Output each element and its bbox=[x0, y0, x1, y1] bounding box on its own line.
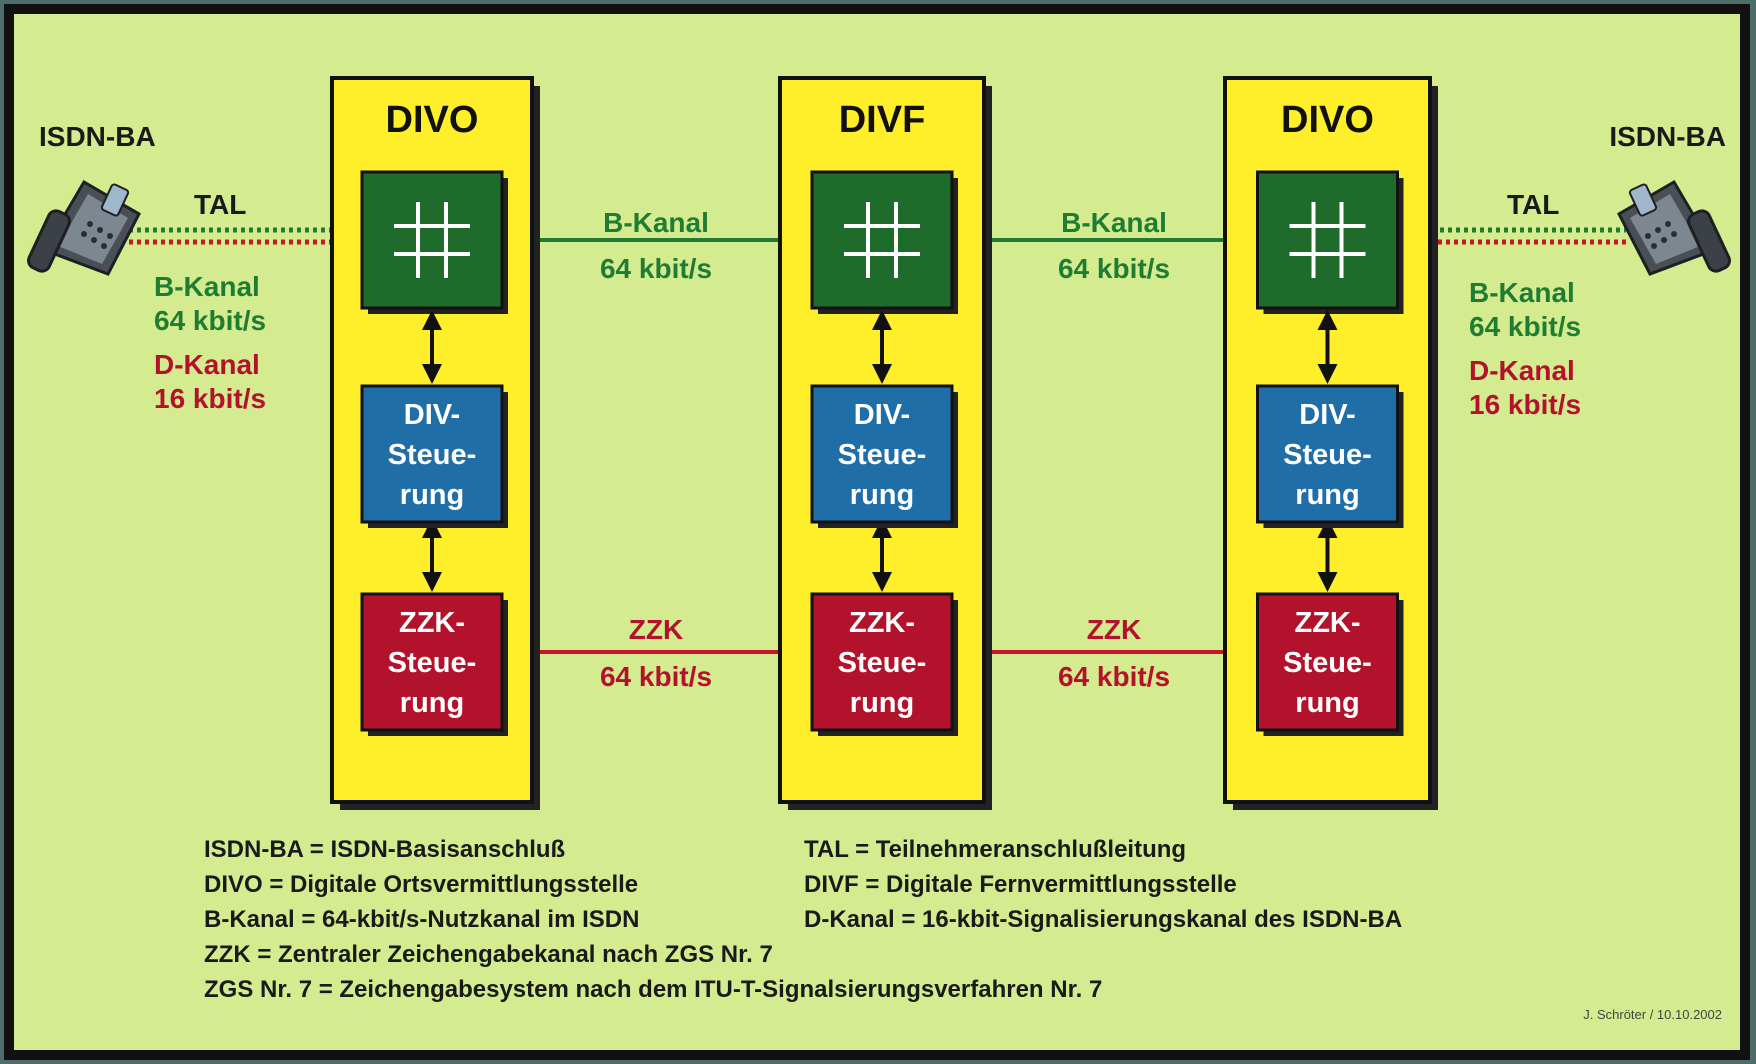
div-control-box bbox=[360, 384, 504, 524]
crossbar-grid-icon bbox=[394, 202, 470, 278]
b-link-left-rate: 64 kbit/s bbox=[600, 253, 712, 284]
author-credit: J. Schröter / 10.10.2002 bbox=[1583, 1007, 1722, 1022]
node-title: DIVO bbox=[386, 99, 479, 141]
connection-lines bbox=[129, 227, 1626, 654]
div-control-label-line: DIV- bbox=[854, 399, 910, 431]
zzk-control-label-line: Steue- bbox=[838, 647, 927, 679]
left-d-channel-label: D-Kanal bbox=[154, 349, 260, 380]
div-control-box bbox=[1256, 384, 1399, 524]
zzk-control-box bbox=[360, 592, 504, 732]
crossbar-grid-icon bbox=[1289, 202, 1366, 278]
zzk-link-left-label: ZZK bbox=[629, 614, 683, 645]
telephone-icon bbox=[27, 179, 141, 276]
zzk-link-right-rate: 64 kbit/s bbox=[1058, 661, 1170, 692]
zzk-control-label-line: ZZK- bbox=[399, 607, 465, 639]
left-tal-label: TAL bbox=[194, 189, 246, 220]
div-control-label-line: Steue- bbox=[388, 439, 477, 471]
right-d-channel-label: D-Kanal bbox=[1469, 355, 1575, 386]
crossbar-grid-icon bbox=[844, 202, 920, 278]
legend-divf: DIVF = Digitale Fernvermittlungsstelle bbox=[804, 871, 1237, 898]
legend-zzk: ZZK = Zentraler Zeichengabekanal nach ZG… bbox=[204, 941, 773, 968]
zzk-link-right-label: ZZK bbox=[1087, 614, 1141, 645]
exchange-nodes: DIVODIV-Steue-rungZZK-Steue-rungDIVFDIV-… bbox=[330, 76, 1438, 810]
zzk-control-label-line: rung bbox=[1295, 687, 1359, 719]
node-title: DIVO bbox=[1281, 99, 1374, 141]
div-control-label-line: DIV- bbox=[1299, 399, 1355, 431]
left-b-channel-rate: 64 kbit/s bbox=[154, 305, 266, 336]
zzk-control-box bbox=[1256, 592, 1399, 732]
b-link-right-label: B-Kanal bbox=[1061, 207, 1167, 238]
div-control-label-line: rung bbox=[400, 479, 464, 511]
div-control-label-line: DIV- bbox=[404, 399, 460, 431]
zzk-control-box bbox=[810, 592, 954, 732]
left-endpoint-label: ISDN-BA bbox=[39, 121, 156, 152]
right-tal-label: TAL bbox=[1507, 189, 1559, 220]
zzk-control-label-line: rung bbox=[850, 687, 914, 719]
zzk-control-label-line: ZZK- bbox=[849, 607, 915, 639]
legend-tal: TAL = Teilnehmeranschlußleitung bbox=[804, 836, 1187, 863]
left-b-channel-label: B-Kanal bbox=[154, 271, 260, 302]
telephone-icon bbox=[1617, 179, 1731, 276]
div-control-label-line: rung bbox=[1295, 479, 1359, 511]
node-title: DIVF bbox=[839, 99, 926, 141]
right-d-channel-rate: 16 kbit/s bbox=[1469, 389, 1581, 420]
b-link-left-label: B-Kanal bbox=[603, 207, 709, 238]
right-endpoint-label: ISDN-BA bbox=[1609, 121, 1726, 152]
zzk-link-left-rate: 64 kbit/s bbox=[600, 661, 712, 692]
zzk-control-label-line: rung bbox=[400, 687, 464, 719]
legend-b-kanal: B-Kanal = 64-kbit/s-Nutzkanal im ISDN bbox=[204, 906, 640, 933]
switching-matrix-box bbox=[1256, 170, 1399, 310]
div-control-label-line: Steue- bbox=[838, 439, 927, 471]
switching-matrix-box bbox=[810, 170, 954, 310]
div-control-box bbox=[810, 384, 954, 524]
switching-matrix-box bbox=[360, 170, 504, 310]
left-d-channel-rate: 16 kbit/s bbox=[154, 383, 266, 414]
b-link-right-rate: 64 kbit/s bbox=[1058, 253, 1170, 284]
isdn-network-diagram: DIVODIV-Steue-rungZZK-Steue-rungDIVFDIV-… bbox=[27, 76, 1731, 810]
legend-isdn-ba: ISDN-BA = ISDN-Basisanschluß bbox=[204, 836, 566, 863]
zzk-control-label-line: Steue- bbox=[388, 647, 477, 679]
zzk-control-label-line: ZZK- bbox=[1294, 607, 1360, 639]
div-control-label-line: Steue- bbox=[1283, 439, 1372, 471]
legend-zgs: ZGS Nr. 7 = Zeichengabesystem nach dem I… bbox=[204, 976, 1103, 1003]
right-b-channel-label: B-Kanal bbox=[1469, 277, 1575, 308]
div-control-label-line: rung bbox=[850, 479, 914, 511]
legend-d-kanal: D-Kanal = 16-kbit-Signalisierungskanal d… bbox=[804, 906, 1403, 933]
zzk-control-label-line: Steue- bbox=[1283, 647, 1372, 679]
right-b-channel-rate: 64 kbit/s bbox=[1469, 311, 1581, 342]
legend-divo: DIVO = Digitale Ortsvermittlungsstelle bbox=[204, 871, 639, 898]
